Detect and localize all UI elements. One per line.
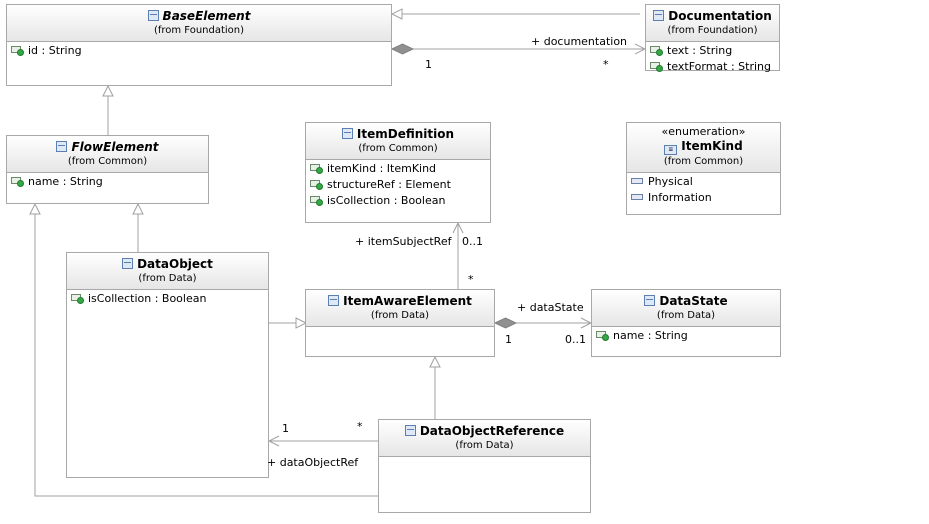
class-documentation[interactable]: Documentation (from Foundation) text : S… <box>645 4 780 73</box>
class-base-element[interactable]: BaseElement (from Foundation) id : Strin… <box>6 4 392 86</box>
attribute-icon <box>596 330 610 341</box>
item-subject-ref-multiplicity-source: * <box>468 273 474 286</box>
attribute-icon <box>11 45 25 56</box>
class-header: FlowElement (from Common) <box>7 136 208 173</box>
item-subject-ref-multiplicity-target: 0..1 <box>462 235 483 248</box>
attribute-icon <box>310 179 324 190</box>
class-icon <box>341 128 353 139</box>
class-package: (from Data) <box>138 273 197 284</box>
class-name: DataObject <box>137 257 213 271</box>
class-package: (from Data) <box>370 310 430 321</box>
class-package: (from Foundation) <box>667 25 758 36</box>
enum-literal: Information <box>631 190 776 206</box>
attribute-icon <box>310 195 324 206</box>
attribute-icon <box>71 293 85 304</box>
class-name: DataObjectReference <box>419 424 565 438</box>
class-name: FlowElement <box>71 140 159 154</box>
class-package: (from Data) <box>656 310 716 321</box>
class-name: ItemDefinition <box>356 127 455 141</box>
class-item-definition[interactable]: ItemDefinition (from Common) itemKind : … <box>305 122 491 223</box>
class-name: ItemAwareElement <box>343 294 472 308</box>
attribute: isCollection : Boolean <box>310 193 486 209</box>
documentation-composition-diamond <box>390 43 415 55</box>
class-package: (from Data) <box>455 440 514 451</box>
class-header: DataState (from Data) <box>592 290 780 327</box>
stereotype-label: «enumeration» <box>661 125 746 138</box>
class-header: DataObjectReference (from Data) <box>379 420 590 457</box>
attribute-icon <box>11 176 25 187</box>
documentation-multiplicity-source: 1 <box>425 58 432 71</box>
attribute: name : String <box>11 174 204 190</box>
enum-literal: Physical <box>631 174 776 190</box>
class-icon <box>56 141 68 152</box>
class-name: BaseElement <box>162 9 251 23</box>
class-data-object[interactable]: DataObject (from Data) isCollection : Bo… <box>66 252 269 478</box>
class-package: (from Foundation) <box>153 25 245 36</box>
class-package: (from Common) <box>358 143 438 154</box>
enumeration-icon: ≡ <box>664 145 678 155</box>
enumeration-item-kind[interactable]: «enumeration» ≡ItemKind (from Common) Ph… <box>626 122 781 215</box>
class-icon <box>147 10 159 21</box>
item-subject-ref-role-label: + itemSubjectRef <box>355 235 452 248</box>
data-state-role-label: + dataState <box>517 301 584 314</box>
attribute-icon <box>310 163 324 174</box>
class-header: BaseElement (from Foundation) <box>7 5 391 42</box>
data-object-ref-multiplicity-source: * <box>357 420 363 433</box>
data-state-multiplicity-target: 0..1 <box>565 333 586 346</box>
literal-icon <box>631 194 643 200</box>
attribute: id : String <box>11 43 387 59</box>
class-flow-element[interactable]: FlowElement (from Common) name : String <box>6 135 209 204</box>
documentation-role-label: + documentation <box>531 35 628 48</box>
class-data-object-reference[interactable]: DataObjectReference (from Data) <box>378 419 591 513</box>
class-header: Documentation (from Foundation) <box>646 5 779 42</box>
attribute: structureRef : Element <box>310 177 486 193</box>
class-package: (from Common) <box>663 156 744 167</box>
attribute: text : String <box>650 43 775 59</box>
attribute: isCollection : Boolean <box>71 291 264 307</box>
data-state-multiplicity-source: 1 <box>505 333 512 346</box>
class-name: Documentation <box>668 9 772 23</box>
class-name: DataState <box>659 294 728 308</box>
class-icon <box>644 295 656 306</box>
class-name: ItemKind <box>681 139 743 153</box>
class-icon <box>653 10 665 21</box>
class-item-aware-element[interactable]: ItemAwareElement (from Data) <box>305 289 495 357</box>
class-header: ItemAwareElement (from Data) <box>306 290 494 327</box>
attribute: textFormat : String <box>650 59 775 75</box>
attribute-icon <box>650 45 664 56</box>
dataobjectreference-flowelement-generalization <box>35 204 378 497</box>
attribute: name : String <box>596 328 776 344</box>
literal-icon <box>631 178 643 184</box>
class-header: «enumeration» ≡ItemKind (from Common) <box>627 123 780 173</box>
data-object-ref-multiplicity-target: 1 <box>282 422 289 435</box>
data-object-ref-role-label: + dataObjectRef <box>267 456 359 469</box>
class-header: DataObject (from Data) <box>67 253 268 290</box>
class-header: ItemDefinition (from Common) <box>306 123 490 160</box>
class-icon <box>122 258 134 269</box>
attribute-icon <box>650 61 664 72</box>
class-data-state[interactable]: DataState (from Data) name : String <box>591 289 781 357</box>
attribute: itemKind : ItemKind <box>310 161 486 177</box>
class-icon <box>404 425 416 436</box>
class-package: (from Common) <box>67 156 148 167</box>
data-state-composition-diamond <box>493 317 518 329</box>
class-icon <box>328 295 340 306</box>
documentation-multiplicity-target: * <box>603 58 609 71</box>
